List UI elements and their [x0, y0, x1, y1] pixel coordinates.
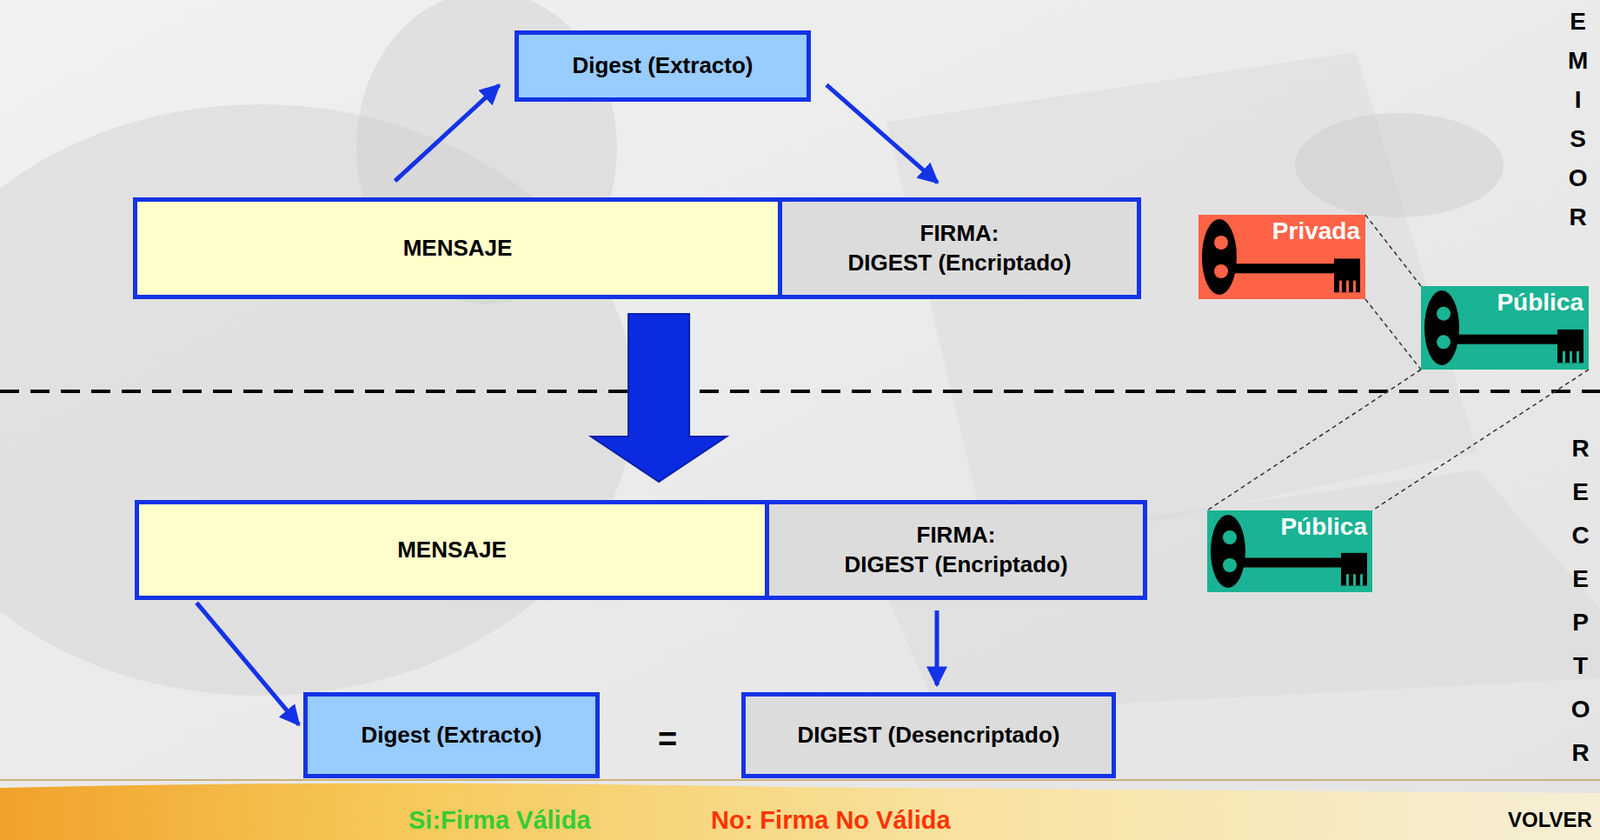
key-bit: [1557, 329, 1584, 363]
key-hole: [1222, 530, 1237, 545]
key-label: Pública: [1280, 511, 1368, 542]
key-label: Pública: [1496, 287, 1584, 318]
signature-box: FIRMA:DIGEST (Encriptado): [777, 197, 1142, 299]
key-hole: [1436, 306, 1451, 321]
decrypted-digest-box: DIGEST (Desencriptado): [741, 691, 1116, 778]
public-key: Pública: [1207, 510, 1373, 592]
private-key: Privada: [1198, 214, 1366, 299]
key-tooth: [1353, 573, 1356, 585]
key-pair-lines: [1365, 214, 1421, 370]
key-tooth: [1346, 573, 1349, 585]
key-tooth: [1353, 280, 1356, 293]
footer-line: [0, 778, 1600, 781]
box-text: FIRMA:: [916, 520, 996, 551]
key-shaft: [1241, 557, 1343, 568]
sender-label: EMISOR: [1566, 1, 1592, 237]
key-shaft: [1233, 263, 1336, 273]
key-bit: [1334, 258, 1361, 293]
key-hole: [1214, 235, 1229, 250]
decrypt-arrow: [935, 610, 940, 685]
box-text: DIGEST (Desencriptado): [797, 720, 1061, 751]
key-tooth: [1339, 280, 1342, 293]
key-bit: [1341, 552, 1368, 586]
key-tooth: [1569, 351, 1573, 363]
valid-result: Si:Firma Válida: [408, 806, 591, 835]
invalid-result: No: Firma No Válida: [710, 806, 951, 835]
key-share-lines: [1207, 369, 1589, 511]
receiver-label: RECEPTOR: [1569, 426, 1594, 775]
box-text: MENSAJE: [397, 535, 507, 565]
box-text: Digest (Extracto): [571, 51, 753, 81]
key-shaft: [1455, 334, 1560, 345]
separator-line: [0, 389, 1600, 393]
box-text: DIGEST (Encriptado): [843, 550, 1068, 580]
box-text: Digest (Extracto): [360, 720, 542, 751]
equals-sign: =: [657, 721, 678, 758]
box-text: MENSAJE: [403, 233, 513, 264]
encrypt-arrow: [826, 85, 938, 183]
key-tooth: [1576, 351, 1580, 363]
key-tooth: [1346, 280, 1349, 293]
key-ring: [1210, 514, 1246, 588]
signature-box: FIRMA:DIGEST (Encriptado): [764, 499, 1148, 600]
send-arrow: [590, 313, 727, 482]
message-box: MENSAJE: [134, 499, 770, 600]
hash-arrow: [196, 602, 299, 724]
hash-arrow: [394, 85, 499, 181]
key-hole: [1214, 264, 1229, 279]
hand: [1294, 112, 1504, 218]
key-label: Privada: [1272, 216, 1361, 246]
footer-band: [0, 783, 1600, 840]
key-ring: [1201, 219, 1237, 295]
message-box: MENSAJE: [132, 197, 783, 299]
key-tooth: [1562, 351, 1566, 363]
box-text: DIGEST (Encriptado): [847, 248, 1071, 279]
digest-box: Digest (Extracto): [514, 30, 811, 102]
back-link: VOLVER: [1507, 808, 1593, 831]
box-text: FIRMA:: [920, 219, 1000, 249]
key-hole: [1436, 334, 1451, 349]
public-key: Pública: [1420, 285, 1589, 370]
digest-box: Digest (Extracto): [303, 691, 600, 778]
key-tooth: [1360, 573, 1363, 585]
key-hole: [1222, 557, 1237, 572]
key-ring: [1424, 290, 1460, 366]
